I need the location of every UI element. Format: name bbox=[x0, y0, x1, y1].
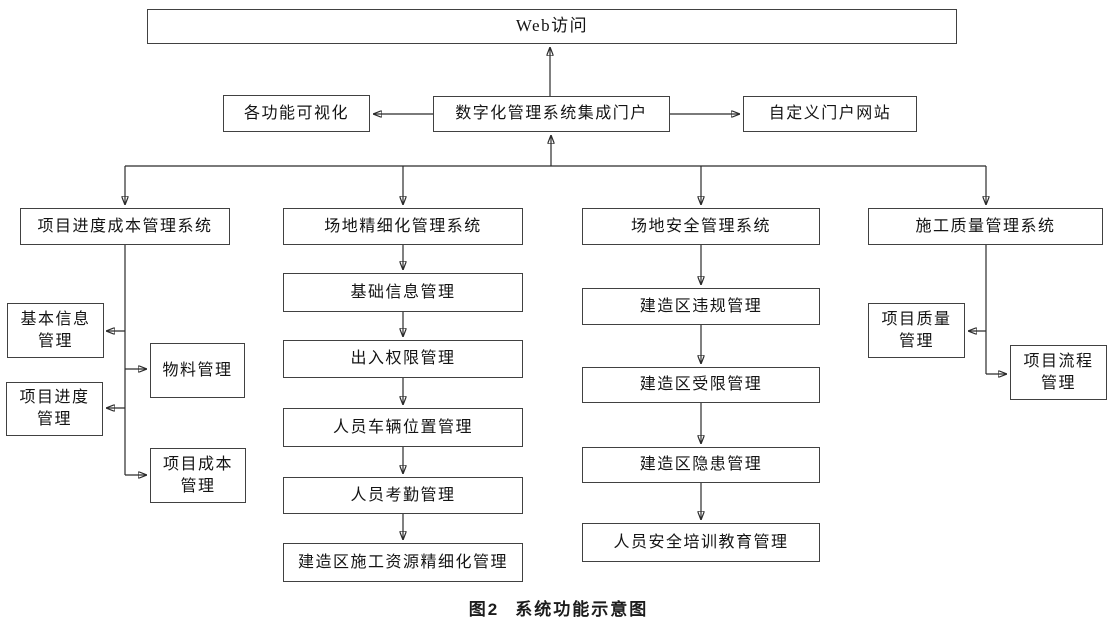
figure-caption: 图2 系统功能示意图 bbox=[0, 595, 1117, 620]
node-material-mgmt: 物料管理 bbox=[150, 343, 245, 398]
node-project-cost-mgmt: 项目成本管理 bbox=[150, 448, 246, 503]
figure-caption-text: 系统功能示意图 bbox=[515, 600, 649, 619]
node-web-access: Web访问 bbox=[147, 9, 957, 44]
node-construction-resource-refined-mgmt: 建造区施工资源精细化管理 bbox=[283, 543, 523, 582]
node-project-process-mgmt: 项目流程管理 bbox=[1010, 345, 1107, 400]
node-site-safety-system: 场地安全管理系统 bbox=[582, 208, 820, 245]
node-construction-quality-system: 施工质量管理系统 bbox=[868, 208, 1103, 245]
node-violation-mgmt: 建造区违规管理 bbox=[582, 288, 820, 325]
node-integrated-portal: 数字化管理系统集成门户 bbox=[433, 96, 670, 132]
node-basic-info-mgmt: 基本信息管理 bbox=[7, 303, 104, 358]
node-safety-training-mgmt: 人员安全培训教育管理 bbox=[582, 523, 820, 562]
node-hidden-danger-mgmt: 建造区隐患管理 bbox=[582, 447, 820, 483]
node-restricted-area-mgmt: 建造区受限管理 bbox=[582, 367, 820, 403]
node-custom-portal-site: 自定义门户网站 bbox=[743, 96, 917, 132]
node-progress-cost-system: 项目进度成本管理系统 bbox=[20, 208, 230, 245]
figure-caption-number: 图2 bbox=[468, 600, 500, 619]
node-site-refined-system: 场地精细化管理系统 bbox=[283, 208, 523, 245]
node-base-info-mgmt: 基础信息管理 bbox=[283, 273, 523, 312]
node-access-permission-mgmt: 出入权限管理 bbox=[283, 340, 523, 378]
node-project-progress-mgmt: 项目进度管理 bbox=[6, 382, 103, 436]
node-personnel-attendance-mgmt: 人员考勤管理 bbox=[283, 477, 523, 514]
node-personnel-vehicle-location-mgmt: 人员车辆位置管理 bbox=[283, 408, 523, 447]
node-function-visualization: 各功能可视化 bbox=[223, 95, 370, 132]
node-project-quality-mgmt: 项目质量管理 bbox=[868, 303, 965, 358]
